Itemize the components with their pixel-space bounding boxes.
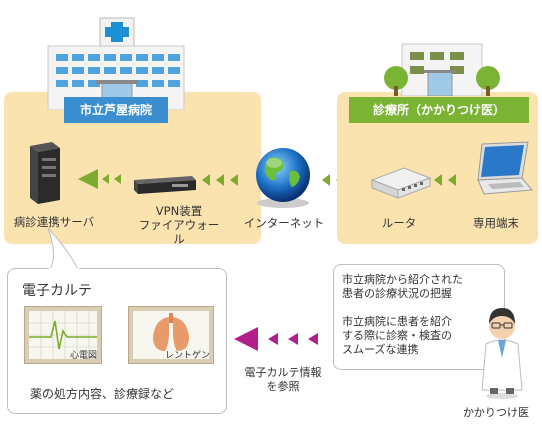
router-label: ルータ bbox=[381, 216, 417, 230]
lungs-icon bbox=[133, 311, 209, 359]
vpn-label-line1: VPN装置 bbox=[155, 204, 203, 218]
ecg-chart-icon bbox=[29, 311, 97, 359]
vpn-device-icon bbox=[134, 176, 196, 194]
reference-arrow bbox=[234, 327, 318, 351]
server-icon bbox=[30, 142, 60, 204]
globe-icon bbox=[256, 148, 310, 208]
network-arrow-hospital bbox=[78, 169, 121, 189]
clinic-name-tag: 診療所（かかりつけ医） bbox=[349, 97, 529, 123]
benefit-2-line1: 市立病院に患者を紹介 bbox=[342, 315, 452, 328]
emr-callout-tail bbox=[47, 227, 79, 270]
vpn-label: VPN装置 ファイアウォール bbox=[134, 204, 224, 246]
benefit-1-line2: 患者の診療状況の把握 bbox=[342, 287, 452, 300]
clinic-building-icon bbox=[384, 43, 500, 96]
ecg-frame: 心電図 bbox=[24, 306, 102, 364]
internet-label: インターネット bbox=[243, 216, 325, 230]
doctor-icon bbox=[481, 308, 523, 399]
benefits-card: 市立病院から紹介された 患者の診療状況の把握 市立病院に患者を紹介 する際に診察… bbox=[333, 264, 505, 370]
reference-label: 電子カルテ情報 を参照 bbox=[228, 366, 338, 394]
network-arrow-vpn bbox=[202, 174, 238, 186]
reference-label-line1: 電子カルテ情報 bbox=[244, 366, 322, 379]
emr-title: 電子カルテ bbox=[22, 283, 92, 299]
network-arrow-clinic bbox=[434, 174, 456, 186]
vpn-label-line2: ファイアウォール bbox=[138, 218, 220, 246]
terminal-label: 専用端末 bbox=[473, 216, 519, 230]
xray-frame: レントゲン bbox=[128, 306, 214, 364]
benefit-2-line2: する際に診察・検査の bbox=[342, 329, 452, 342]
benefit-2-line3: スムーズな連携 bbox=[342, 343, 419, 356]
benefit-1-line1: 市立病院から紹介された bbox=[342, 273, 463, 286]
doctor-label: かかりつけ医 bbox=[462, 406, 530, 419]
ecg-label: 心電図 bbox=[69, 351, 97, 361]
router-icon bbox=[370, 167, 432, 199]
reference-label-line2: を参照 bbox=[266, 380, 300, 393]
server-label: 病診連携サーバ bbox=[13, 215, 95, 229]
emr-caption: 薬の処方内容、診療録など bbox=[30, 387, 175, 401]
hospital-name-tag: 市立芦屋病院 bbox=[64, 97, 168, 123]
hospital-building-icon bbox=[47, 17, 185, 110]
laptop-icon bbox=[477, 141, 533, 195]
xray-label: レントゲン bbox=[164, 351, 210, 361]
